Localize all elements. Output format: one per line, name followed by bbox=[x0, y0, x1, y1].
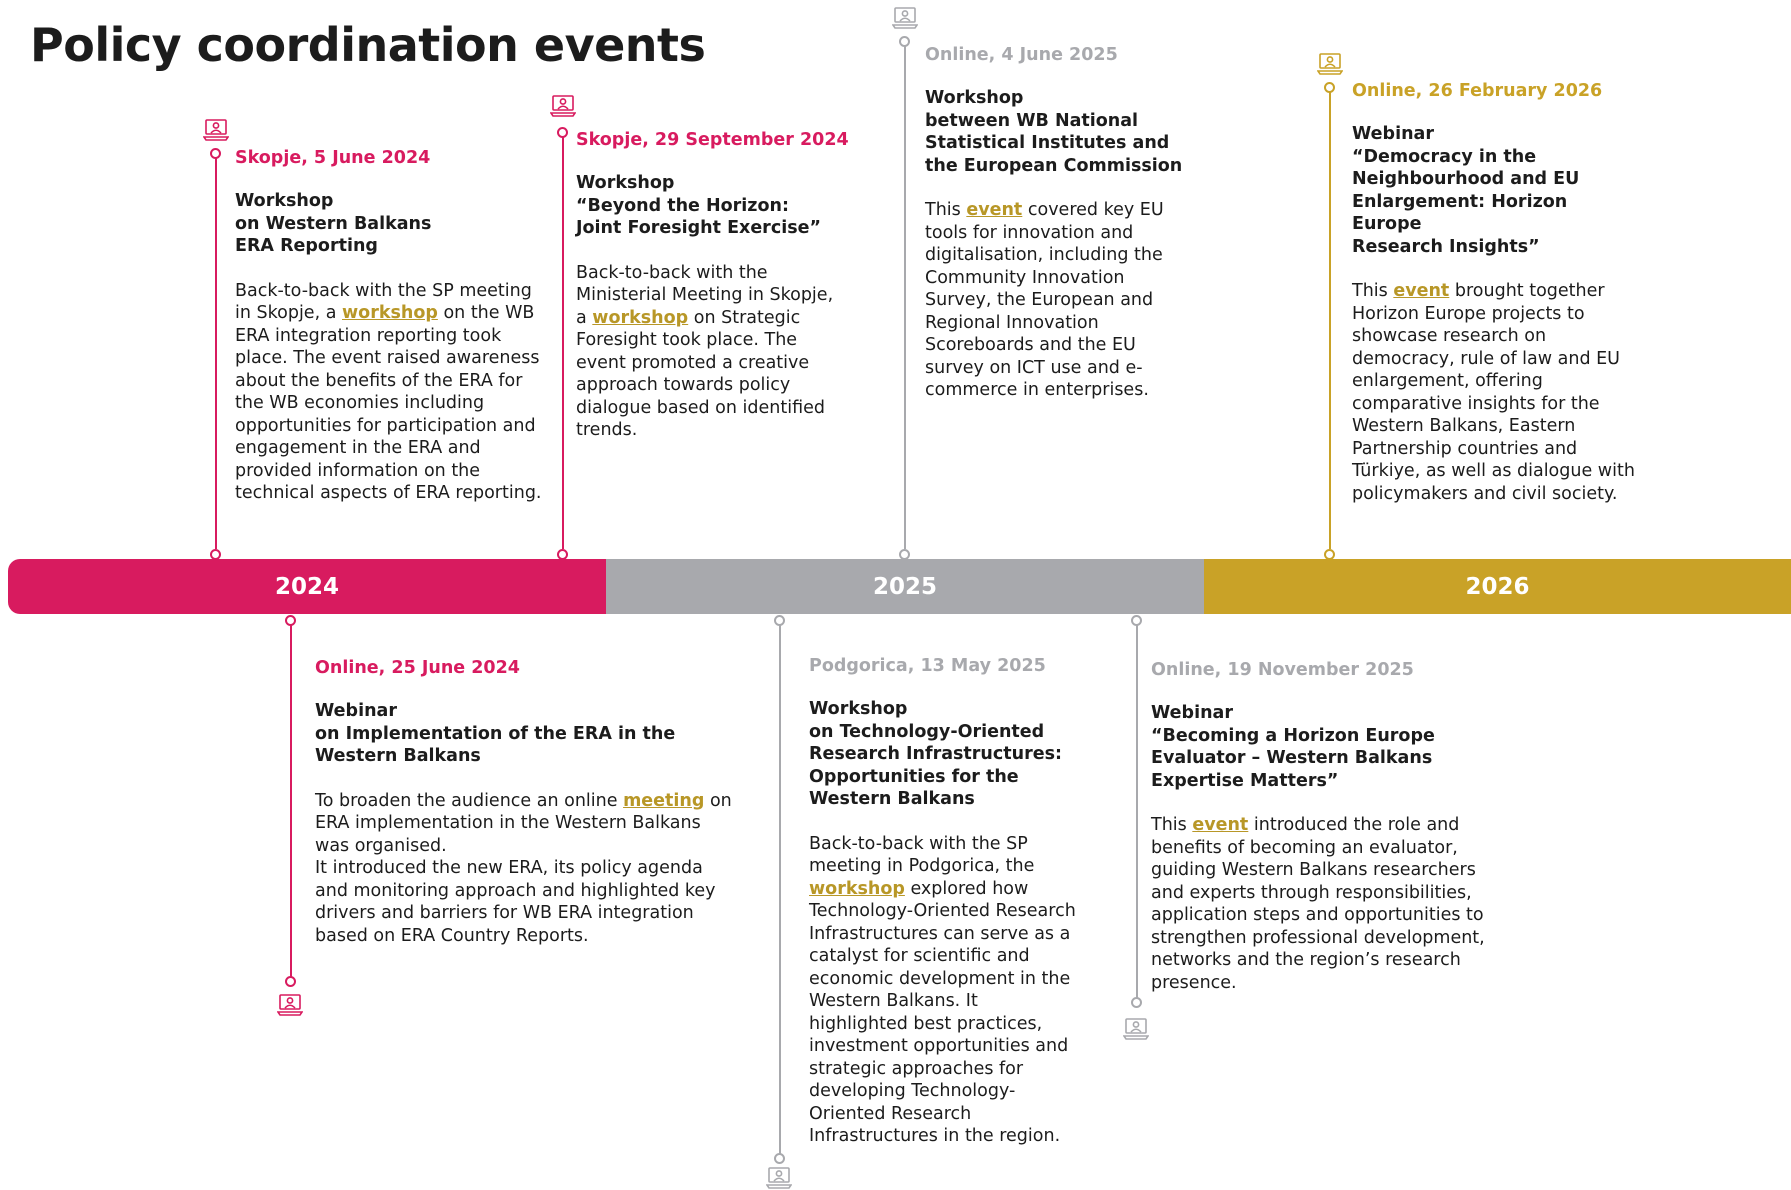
event-date: Skopje, 5 June 2024 bbox=[235, 148, 431, 168]
year-segment-2024: 2024 bbox=[8, 559, 606, 614]
year-segment-2026: 2026 bbox=[1204, 559, 1791, 614]
timeline-connector bbox=[904, 45, 906, 549]
event-link[interactable]: event bbox=[1192, 815, 1249, 835]
event-title: Webinar “Democracy in the Neighbourhood … bbox=[1352, 124, 1580, 257]
year-segment-2025: 2025 bbox=[606, 559, 1204, 614]
event-title: Webinar on Implementation of the ERA in … bbox=[315, 701, 676, 766]
event-skopje-september-2024: Skopje, 29 September 2024 Workshop “Beyo… bbox=[576, 130, 849, 442]
event-title: Webinar “Becoming a Horizon Europe Evalu… bbox=[1151, 703, 1435, 791]
laptop-user-icon bbox=[892, 6, 918, 30]
event-link[interactable]: meeting bbox=[623, 790, 705, 811]
laptop-user-icon bbox=[277, 993, 303, 1017]
timeline-connector bbox=[562, 136, 564, 549]
event-date: Online, 25 June 2024 bbox=[315, 658, 520, 678]
event-description: This event introduced the role and benef… bbox=[1151, 815, 1485, 993]
event-description: Back-to-back with the SP meeting in Skop… bbox=[235, 280, 542, 504]
event-description: Back-to-back with the Ministerial Meetin… bbox=[576, 262, 834, 441]
event-podgorica-may-2025: Podgorica, 13 May 2025 Workshop on Techn… bbox=[809, 656, 1081, 1148]
event-link[interactable]: event bbox=[1393, 281, 1450, 301]
event-date: Online, 4 June 2025 bbox=[925, 45, 1118, 65]
event-link[interactable]: workshop bbox=[342, 303, 438, 323]
timeline-node bbox=[1131, 997, 1142, 1008]
page-title: Policy coordination events bbox=[30, 18, 706, 72]
timeline-connector bbox=[290, 624, 292, 977]
laptop-user-icon bbox=[1123, 1017, 1149, 1041]
event-online-november-2025: Online, 19 November 2025 Webinar “Becomi… bbox=[1151, 660, 1511, 994]
event-description: This event covered key EU tools for inno… bbox=[925, 200, 1164, 400]
event-link[interactable]: workshop bbox=[809, 878, 905, 899]
event-description: Back-to-back with the SP meeting in Podg… bbox=[809, 833, 1076, 1147]
event-date: Online, 26 February 2026 bbox=[1352, 81, 1603, 101]
event-link[interactable]: event bbox=[966, 200, 1023, 220]
laptop-user-icon bbox=[766, 1166, 792, 1190]
timeline-connector bbox=[1136, 624, 1138, 1000]
event-description: To broaden the audience an online meetin… bbox=[315, 790, 732, 946]
timeline-connector bbox=[779, 624, 781, 1155]
event-title: Workshop on Western Balkans ERA Reportin… bbox=[235, 191, 432, 256]
timeline-node bbox=[774, 1153, 785, 1164]
event-title: Workshop “Beyond the Horizon: Joint Fore… bbox=[576, 173, 821, 238]
event-online-february-2026: Online, 26 February 2026 Webinar “Democr… bbox=[1352, 81, 1642, 505]
timeline-node bbox=[210, 549, 221, 560]
event-date: Skopje, 29 September 2024 bbox=[576, 130, 849, 150]
timeline-node bbox=[1324, 549, 1335, 560]
event-online-june-2024: Online, 25 June 2024 Webinar on Implemen… bbox=[315, 658, 735, 947]
laptop-user-icon bbox=[1317, 52, 1343, 76]
laptop-user-icon bbox=[550, 94, 576, 118]
event-online-june-2025: Online, 4 June 2025 Workshop between WB … bbox=[925, 45, 1195, 402]
event-link[interactable]: workshop bbox=[592, 307, 689, 328]
event-title: Workshop between WB National Statistical… bbox=[925, 88, 1183, 176]
laptop-user-icon bbox=[203, 118, 229, 142]
timeline-node bbox=[557, 549, 568, 560]
event-date: Online, 19 November 2025 bbox=[1151, 660, 1414, 680]
timeline-node bbox=[285, 976, 296, 987]
event-date: Podgorica, 13 May 2025 bbox=[809, 656, 1046, 676]
timeline-connector bbox=[1329, 91, 1331, 549]
timeline-bar: 2024 2025 2026 bbox=[8, 559, 1791, 614]
timeline-connector bbox=[215, 157, 217, 549]
event-title: Workshop on Technology-Oriented Research… bbox=[809, 699, 1062, 809]
timeline-node bbox=[899, 549, 910, 560]
event-description: This event brought together Horizon Euro… bbox=[1352, 281, 1635, 504]
event-skopje-june-2024: Skopje, 5 June 2024 Workshop on Western … bbox=[235, 148, 547, 505]
